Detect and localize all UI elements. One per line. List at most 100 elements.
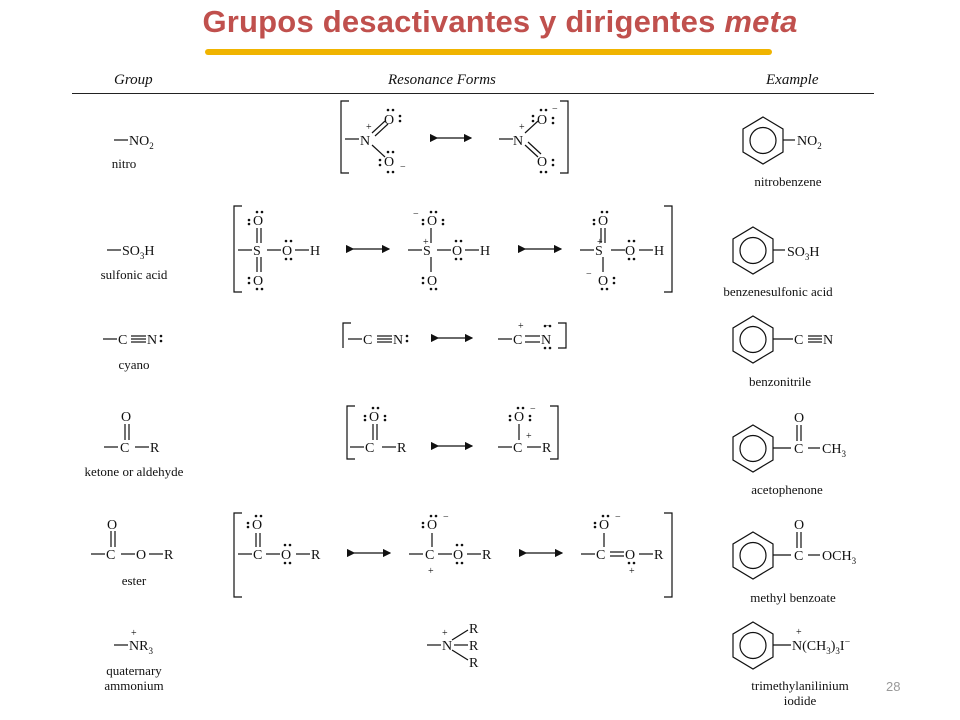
group-label-nitro: nitro <box>112 156 137 171</box>
svg-text:−: − <box>530 404 536 415</box>
title-underline <box>205 49 772 55</box>
svg-text:O: O <box>253 274 263 289</box>
example-label-benzonitrile: benzonitrile <box>749 374 811 389</box>
svg-text:N: N <box>147 333 157 348</box>
svg-text:R: R <box>542 441 552 456</box>
svg-text:O: O <box>452 244 462 259</box>
svg-text:SO3H: SO3H <box>122 244 155 261</box>
svg-text:−: − <box>586 269 592 280</box>
svg-text:+: + <box>423 237 429 248</box>
svg-text:+: + <box>629 566 635 577</box>
svg-text:O: O <box>537 113 547 128</box>
group-label-ketone-or-aldehyde: ketone or aldehyde <box>85 464 184 479</box>
svg-text:+: + <box>366 122 372 133</box>
svg-text:−: − <box>400 162 406 173</box>
svg-text:R: R <box>469 622 479 637</box>
svg-text:NO2: NO2 <box>129 134 154 151</box>
svg-text:O: O <box>453 548 463 563</box>
header-rule <box>72 93 874 94</box>
svg-text:R: R <box>150 441 160 456</box>
svg-text:O: O <box>427 518 437 533</box>
svg-text:C: C <box>365 441 374 456</box>
group-label-cyano: cyano <box>118 357 149 372</box>
svg-text:O: O <box>281 548 291 563</box>
svg-text:H: H <box>310 244 320 259</box>
svg-text:−: − <box>413 209 419 220</box>
example-label-methyl-benzoate: methyl benzoate <box>750 590 836 605</box>
svg-text:O: O <box>598 214 608 229</box>
svg-text:S: S <box>595 244 603 259</box>
svg-text:N: N <box>393 333 403 348</box>
svg-text:S: S <box>253 244 261 259</box>
svg-text:H: H <box>480 244 490 259</box>
svg-text:NO2: NO2 <box>797 134 822 151</box>
svg-text:R: R <box>482 548 492 563</box>
svg-text:+: + <box>526 431 532 442</box>
svg-text:+: + <box>442 628 448 639</box>
svg-text:R: R <box>469 656 479 671</box>
svg-text:C: C <box>118 333 127 348</box>
svg-text:O: O <box>252 518 262 533</box>
svg-text:C: C <box>425 548 434 563</box>
svg-text:+: + <box>796 627 802 638</box>
group-label-ammonium: ammonium <box>104 678 163 693</box>
example-label-nitrobenzene: nitrobenzene <box>754 174 821 189</box>
slide-title: Grupos desactivantes y dirigentes meta <box>202 4 798 39</box>
svg-text:+: + <box>519 122 525 133</box>
svg-text:R: R <box>469 639 479 654</box>
group-label-quaternary: quaternary <box>106 663 162 678</box>
svg-text:O: O <box>794 518 804 533</box>
header-example: Example <box>766 72 819 88</box>
svg-text:O: O <box>625 548 635 563</box>
svg-text:O: O <box>537 155 547 170</box>
svg-text:+: + <box>597 237 603 248</box>
svg-text:O: O <box>121 410 131 425</box>
svg-text:O: O <box>282 244 292 259</box>
svg-text:N: N <box>541 333 551 348</box>
svg-text:N(CH3)3I−: N(CH3)3I− <box>792 637 851 656</box>
svg-text:CH3: CH3 <box>822 442 846 459</box>
svg-text:O: O <box>369 410 379 425</box>
svg-text:C: C <box>120 441 129 456</box>
header-group: Group <box>114 72 153 88</box>
svg-text:SO3H: SO3H <box>787 245 820 262</box>
title-italic-meta: meta <box>724 4 798 39</box>
svg-text:N: N <box>360 134 370 149</box>
svg-text:−: − <box>615 512 621 523</box>
svg-text:O: O <box>384 113 394 128</box>
svg-text:+: + <box>131 628 137 639</box>
example-label-benzenesulfonic-acid: benzenesulfonic acid <box>723 284 833 299</box>
svg-text:O: O <box>598 274 608 289</box>
page-number: 28 <box>886 679 901 694</box>
svg-text:O: O <box>625 244 635 259</box>
svg-text:R: R <box>164 548 174 563</box>
svg-text:O: O <box>253 214 263 229</box>
svg-text:N: N <box>442 639 452 654</box>
svg-text:C: C <box>596 548 605 563</box>
svg-text:C: C <box>794 333 803 348</box>
svg-text:N: N <box>823 333 833 348</box>
example-label-trimethylanilinium: trimethylanilinium <box>751 678 849 693</box>
svg-text:S: S <box>423 244 431 259</box>
svg-text:O: O <box>427 274 437 289</box>
svg-text:R: R <box>654 548 664 563</box>
svg-text:C: C <box>363 333 372 348</box>
svg-text:O: O <box>794 411 804 426</box>
svg-text:NR3: NR3 <box>129 639 153 656</box>
svg-text:O: O <box>136 548 146 563</box>
svg-text:H: H <box>654 244 664 259</box>
svg-text:O: O <box>107 518 117 533</box>
svg-text:O: O <box>599 518 609 533</box>
group-label-ester: ester <box>122 573 147 588</box>
svg-text:+: + <box>428 566 434 577</box>
header-resonance-forms: Resonance Forms <box>388 72 496 88</box>
svg-text:O: O <box>514 410 524 425</box>
svg-text:+: + <box>518 321 524 332</box>
svg-text:C: C <box>513 441 522 456</box>
svg-text:C: C <box>253 548 262 563</box>
svg-text:−: − <box>443 512 449 523</box>
svg-text:−: − <box>544 321 550 332</box>
svg-text:N: N <box>513 134 523 149</box>
svg-text:R: R <box>311 548 321 563</box>
